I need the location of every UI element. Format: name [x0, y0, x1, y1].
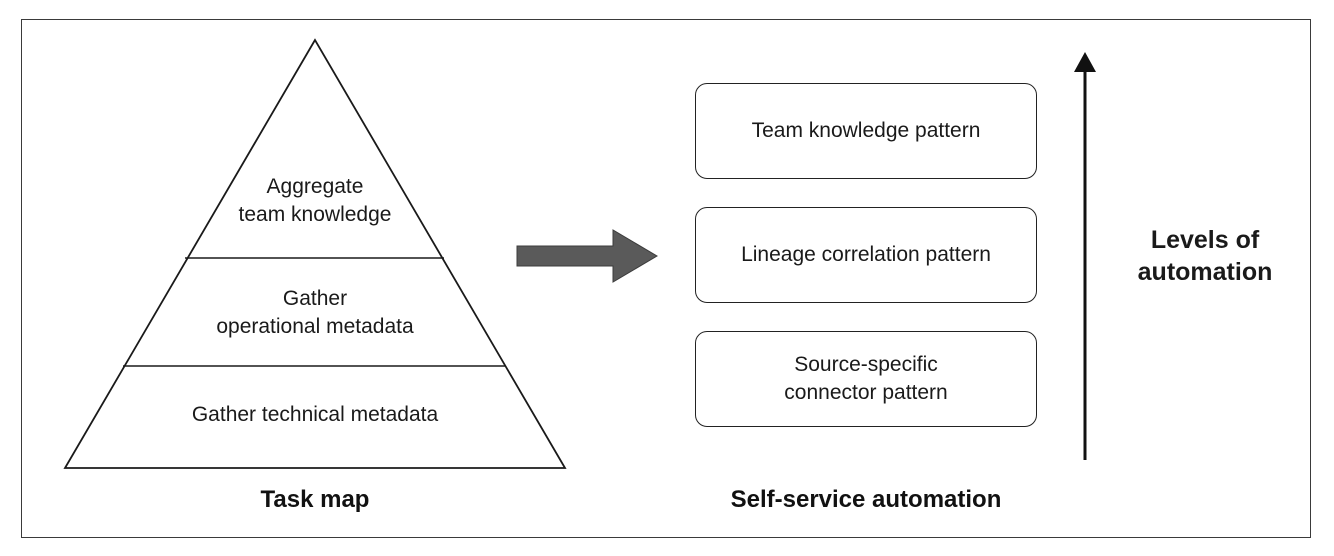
- pyramid-outline: [63, 38, 567, 469]
- levels-arrow-head: [1074, 52, 1096, 72]
- pattern-box-source-specific: Source-specific connector pattern: [695, 331, 1037, 427]
- pyramid-level-top-line1: Aggregate: [266, 175, 364, 198]
- pyramid-level-middle: Gather operational metadata: [135, 285, 495, 341]
- transition-arrow-icon: [516, 229, 658, 283]
- figure-frame: [21, 19, 1311, 538]
- levels-label-line2: automation: [1137, 258, 1273, 286]
- pattern-source-specific-line1: Source-specific: [794, 353, 938, 376]
- automation-caption: Self-service automation: [730, 486, 1002, 513]
- pyramid-level-bottom: Gather technical metadata: [135, 401, 495, 429]
- pyramid-level-middle-line1: Gather: [282, 287, 348, 310]
- pattern-source-specific-line2: connector pattern: [784, 381, 948, 404]
- task-map-caption: Task map: [260, 486, 370, 513]
- pattern-team-knowledge-line1: Team knowledge pattern: [751, 119, 981, 142]
- transition-arrow-shape: [516, 229, 658, 283]
- pyramid-level-middle-line2: operational metadata: [216, 315, 414, 338]
- pyramid-level-top-line2: team knowledge: [238, 203, 392, 226]
- levels-up-arrow-icon: [1074, 52, 1096, 460]
- levels-label-line1: Levels of: [1150, 226, 1260, 254]
- pyramid-level-bottom-line1: Gather technical metadata: [191, 403, 439, 426]
- task-map-pyramid: [63, 38, 567, 469]
- pattern-lineage-correlation-line1: Lineage correlation pattern: [741, 243, 991, 266]
- pattern-box-lineage-correlation: Lineage correlation pattern: [695, 207, 1037, 303]
- pattern-box-team-knowledge: Team knowledge pattern: [695, 83, 1037, 179]
- levels-of-automation-label: Levels of automation: [1120, 224, 1290, 288]
- pyramid-level-top: Aggregate team knowledge: [135, 173, 495, 229]
